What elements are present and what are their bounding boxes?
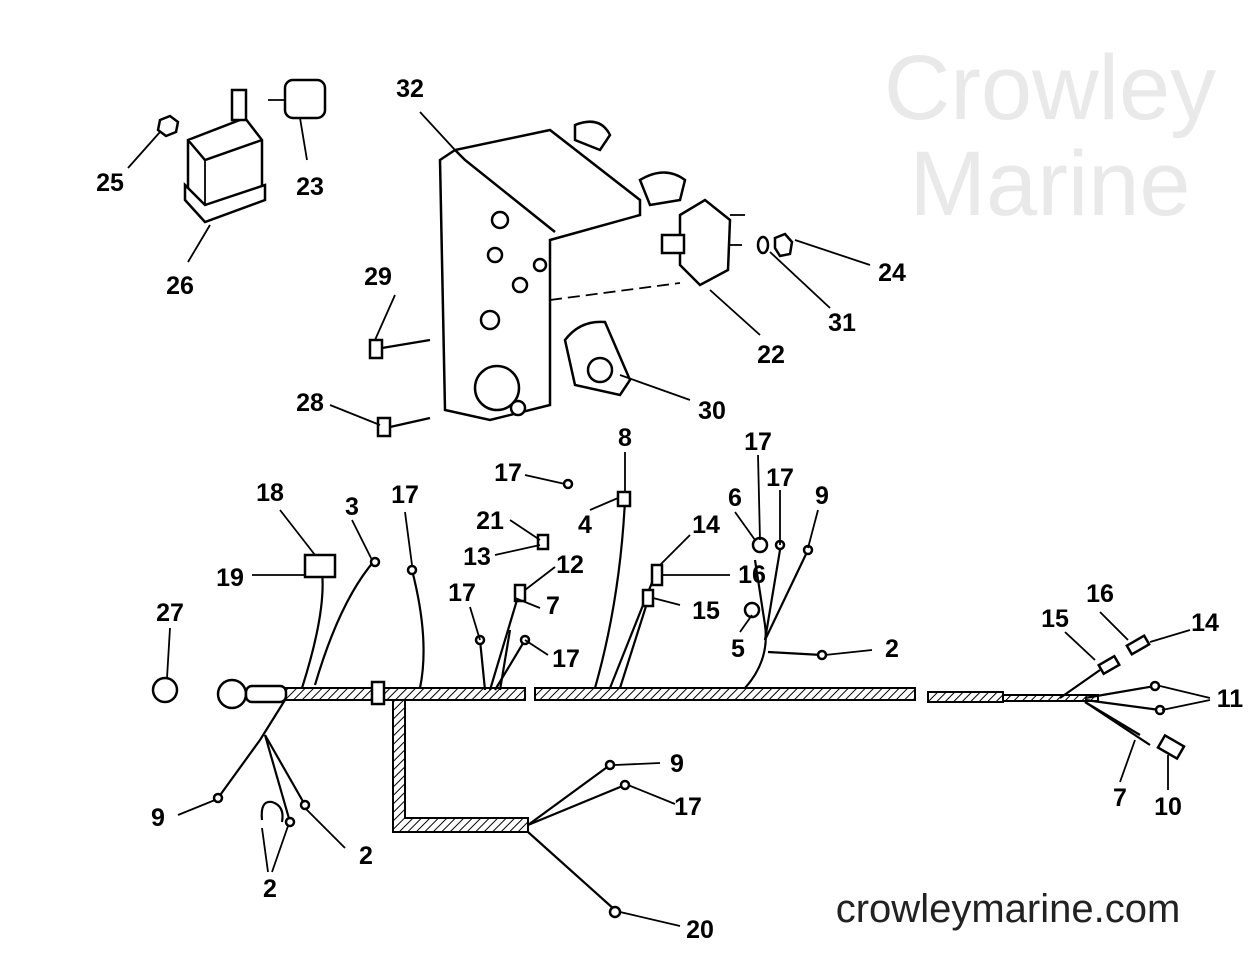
callout: 17 [766, 464, 794, 492]
callout: 9 [151, 804, 165, 832]
switch-part-22 [660, 198, 745, 287]
callout: 10 [1154, 793, 1182, 821]
washer-part-31 [756, 235, 770, 255]
callout: 2 [263, 875, 277, 903]
nut-part-25 [156, 114, 180, 138]
solenoid-part-23 [268, 78, 327, 120]
callout: 17 [552, 645, 580, 673]
callout: 12 [556, 551, 584, 579]
callout: 15 [1041, 605, 1069, 633]
callout: 17 [448, 579, 476, 607]
callout: 28 [296, 389, 324, 417]
callout: 26 [166, 272, 194, 300]
callout-labels: 32 25 23 26 24 31 22 29 28 30 8 17 17 9 … [96, 75, 1243, 944]
screw-part-28 [376, 416, 431, 438]
callout: 7 [1113, 784, 1127, 812]
callout: 17 [391, 481, 419, 509]
relay-part-26 [183, 88, 267, 224]
callout: 14 [1191, 609, 1219, 637]
callout: 24 [878, 259, 906, 287]
callout: 6 [728, 484, 742, 512]
callout: 17 [494, 459, 522, 487]
callout: 32 [396, 75, 424, 103]
callout: 16 [1086, 580, 1114, 608]
callout: 25 [96, 169, 124, 197]
callout: 29 [364, 263, 392, 291]
callout: 27 [156, 599, 184, 627]
callout: 13 [463, 543, 491, 571]
callout: 5 [731, 635, 745, 663]
callout: 7 [546, 592, 560, 620]
callout: 2 [885, 635, 899, 663]
callout: 20 [686, 916, 714, 944]
callout: 14 [692, 511, 720, 539]
callout: 3 [345, 493, 359, 521]
callout: 9 [815, 482, 829, 510]
watermark: Crowley Marine [883, 37, 1217, 235]
callout: 8 [618, 424, 632, 452]
leader-lines [127, 111, 1211, 927]
callout: 22 [757, 341, 785, 369]
bushing-part-30 [563, 320, 632, 397]
callout: 19 [216, 564, 244, 592]
callout: 21 [476, 507, 504, 535]
callout: 2 [359, 842, 373, 870]
screw-part-29 [368, 338, 431, 360]
callout: 18 [256, 479, 284, 507]
callout: 9 [670, 750, 684, 778]
callout: 4 [578, 511, 592, 539]
callout: 23 [296, 173, 324, 201]
callout: 31 [828, 309, 856, 337]
nut-part-24 [773, 232, 794, 258]
mounting-bracket-part-32 [438, 120, 687, 422]
callout: 17 [744, 428, 772, 456]
callout: 11 [1217, 685, 1244, 713]
wiring-harness [151, 478, 1186, 919]
callout: 17 [674, 793, 702, 821]
callout: 16 [738, 561, 766, 589]
dashed-assembly-line [549, 282, 681, 301]
site-url: crowleymarine.com [836, 887, 1181, 931]
callout: 15 [692, 597, 720, 625]
callout: 30 [698, 397, 726, 425]
